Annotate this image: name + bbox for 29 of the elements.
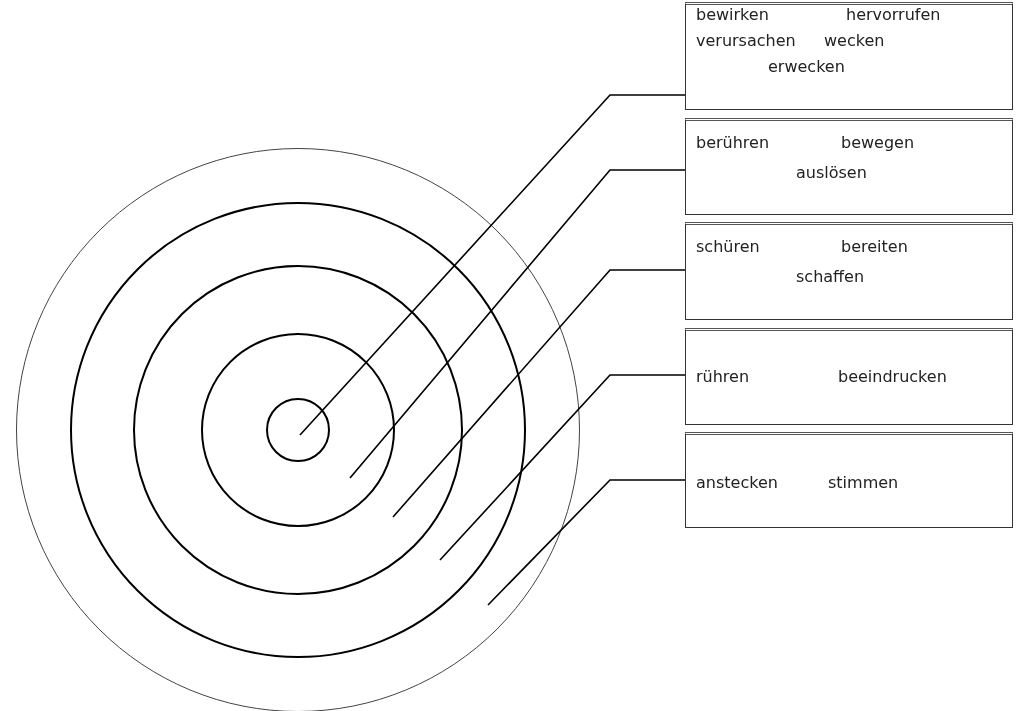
leader-line [439, 374, 686, 561]
word-label: schaffen [796, 267, 865, 286]
word-label: anstecken [696, 473, 778, 492]
word-box [685, 222, 1013, 320]
word-box [685, 432, 1013, 528]
word-label: beeindrucken [838, 367, 947, 386]
leader-line [392, 269, 686, 518]
word-label: bewirken [696, 5, 769, 24]
word-box [685, 2, 1013, 110]
word-label: auslösen [796, 163, 867, 182]
word-label: bewegen [841, 133, 915, 152]
word-label: berühren [696, 133, 770, 152]
leader-line [487, 479, 686, 606]
word-label: hervorrufen [846, 5, 941, 24]
leader-line [299, 94, 686, 436]
leader-line [349, 169, 686, 479]
word-label: bereiten [841, 237, 908, 256]
word-label: rühren [696, 367, 750, 386]
ring-circle [265, 397, 330, 462]
ring-circle [200, 332, 395, 527]
word-label: schüren [696, 237, 760, 256]
word-box [685, 328, 1013, 425]
word-label: erwecken [768, 57, 845, 76]
word-label: stimmen [828, 473, 899, 492]
word-label: wecken [824, 31, 885, 50]
ring-circle [132, 264, 463, 595]
word-label: verursachen [696, 31, 796, 50]
word-box [685, 118, 1013, 215]
ring-circle [69, 201, 526, 658]
